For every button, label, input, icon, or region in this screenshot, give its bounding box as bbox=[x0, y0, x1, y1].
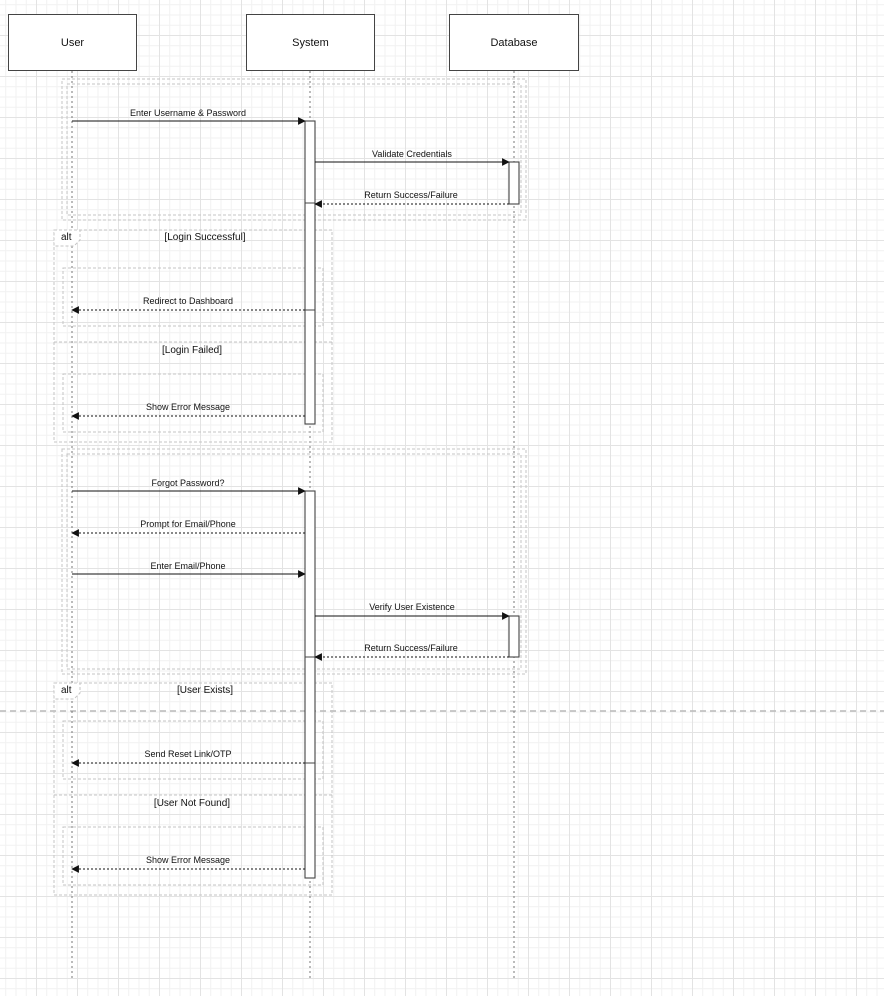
message-label: Return Success/Failure bbox=[364, 643, 458, 653]
message-label: Forgot Password? bbox=[151, 478, 225, 488]
actor-system-label: System bbox=[292, 36, 329, 49]
alt-login-success-region bbox=[62, 267, 324, 327]
login-group-inner-frame bbox=[66, 83, 522, 216]
forgot-group-frame bbox=[61, 448, 527, 675]
message-label: Validate Credentials bbox=[372, 149, 452, 159]
message-label: Redirect to Dashboard bbox=[142, 296, 234, 306]
guard-login-successful: [Login Successful] bbox=[164, 232, 246, 243]
forgot-group-inner-frame bbox=[66, 453, 522, 670]
actor-database-label: Database bbox=[490, 36, 538, 49]
guard-user-exists: [User Exists] bbox=[176, 685, 234, 696]
message-label: Prompt for Email/Phone bbox=[140, 519, 236, 529]
guard-login-failed: [Login Failed] bbox=[161, 345, 223, 356]
actor-user[interactable]: User bbox=[8, 14, 137, 71]
alt-login-tab bbox=[53, 229, 81, 247]
guard-user-not-found: [User Not Found] bbox=[153, 798, 231, 809]
alt-user-exists-region bbox=[62, 720, 324, 780]
message-label: Show Error Message bbox=[145, 855, 231, 865]
activation-db-validate bbox=[508, 161, 520, 205]
activation-system-login bbox=[304, 120, 316, 425]
actor-user-label: User bbox=[60, 36, 85, 49]
message-label: Return Success/Failure bbox=[364, 190, 458, 200]
actor-database[interactable]: Database bbox=[449, 14, 579, 71]
actor-system[interactable]: System bbox=[246, 14, 375, 71]
message-label: Send Reset Link/OTP bbox=[144, 749, 232, 759]
message-label: Show Error Message bbox=[145, 402, 231, 412]
alt-user-not-found-region bbox=[62, 826, 324, 886]
alt-login-failed-region bbox=[62, 373, 324, 433]
alt-user-keyword: alt bbox=[61, 685, 72, 696]
message-label: Enter Username & Password bbox=[129, 108, 247, 118]
message-label: Verify User Existence bbox=[369, 602, 455, 612]
alt-login-keyword: alt bbox=[61, 232, 72, 243]
alt-user-tab bbox=[53, 682, 81, 700]
login-group-frame bbox=[61, 78, 527, 221]
activation-db-verify bbox=[508, 615, 520, 658]
activation-system-forgot bbox=[304, 490, 316, 879]
message-label: Enter Email/Phone bbox=[150, 561, 226, 571]
